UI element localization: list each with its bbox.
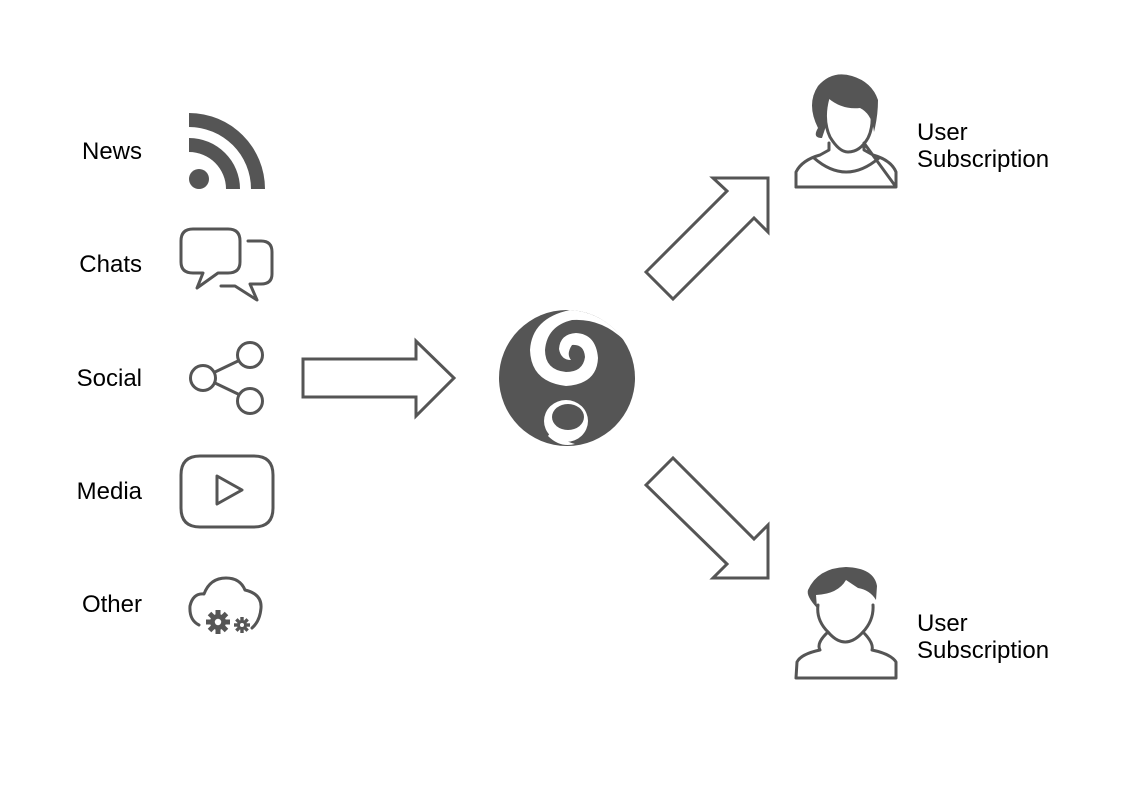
source-label-media: Media: [77, 478, 143, 505]
cloud-gears-icon: [188, 576, 263, 634]
play-icon: [179, 454, 275, 529]
chat-bubbles-icon: [179, 227, 274, 302]
subscriber-bottom-label-line1: User: [917, 610, 968, 637]
arrow-to-subscriber-top: [643, 176, 770, 302]
arrow-to-hub: [301, 337, 457, 420]
source-label-chats: Chats: [79, 251, 142, 278]
hub-logo-icon: [499, 310, 635, 446]
rss-icon: [189, 113, 265, 189]
arrow-to-subscriber-bottom: [643, 455, 770, 580]
subscriber-bottom-label-line2: Subscription: [917, 637, 1049, 664]
source-label-news: News: [82, 138, 142, 165]
male-user-icon: [794, 567, 898, 680]
source-label-social: Social: [77, 365, 142, 392]
subscriber-top-label-line2: Subscription: [917, 146, 1049, 173]
share-icon: [189, 341, 264, 415]
subscriber-top-label-line1: User: [917, 119, 968, 146]
source-label-other: Other: [82, 591, 142, 618]
female-user-icon: [794, 74, 898, 189]
